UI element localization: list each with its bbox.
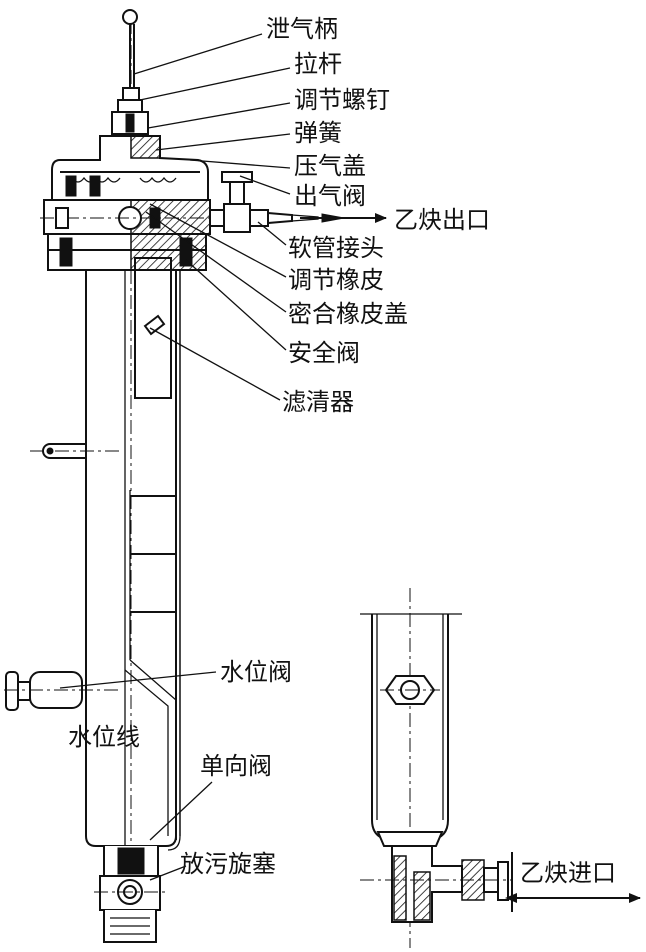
label-drain-plug: 放污旋塞	[180, 850, 276, 878]
outlet-valve	[209, 171, 253, 233]
main-unit	[4, 9, 387, 945]
filter	[134, 257, 172, 399]
label-adjust-rubber: 调节橡皮	[288, 266, 384, 294]
adjust-screw	[111, 111, 149, 135]
labels: 泄气柄 拉杆 调节螺钉 弹簧 压气盖 出气阀 乙炔出口 软管接头 调节橡皮 密合…	[68, 15, 616, 887]
label-acetylene-inlet: 乙炔进口	[520, 859, 616, 887]
label-vent-handle: 泄气柄	[266, 15, 338, 43]
inner-tube	[124, 490, 177, 836]
label-hose-joint: 软管接头	[288, 234, 384, 262]
label-acetylene-outlet: 乙炔出口	[394, 206, 490, 234]
label-water-level-valve: 水位阀	[220, 658, 292, 686]
label-press-cover: 压气盖	[294, 152, 366, 180]
label-filter: 滤清器	[282, 388, 354, 416]
flange	[47, 233, 207, 271]
label-pull-rod: 拉杆	[294, 50, 342, 78]
label-check-valve: 单向阀	[200, 752, 272, 780]
spring-housing	[51, 135, 209, 201]
leader-lines	[59, 33, 291, 881]
mounting-lug	[30, 443, 120, 459]
pull-rod	[117, 87, 143, 113]
side-hex-nut	[380, 675, 440, 705]
check-valve	[103, 846, 159, 877]
press-cover	[40, 199, 220, 235]
cylinder-body	[85, 270, 181, 851]
label-safety-valve: 安全阀	[288, 339, 360, 367]
vent-handle	[122, 9, 138, 88]
label-adjust-screw: 调节螺钉	[294, 86, 390, 114]
water-level-valve	[4, 671, 120, 711]
label-outlet-valve: 出气阀	[294, 182, 366, 210]
side-view	[360, 588, 513, 948]
label-water-level-line: 水位线	[68, 723, 140, 751]
drain-plug	[94, 875, 168, 943]
label-spring: 弹簧	[294, 119, 342, 147]
label-seal-rubber-cover: 密合橡皮盖	[288, 300, 408, 328]
